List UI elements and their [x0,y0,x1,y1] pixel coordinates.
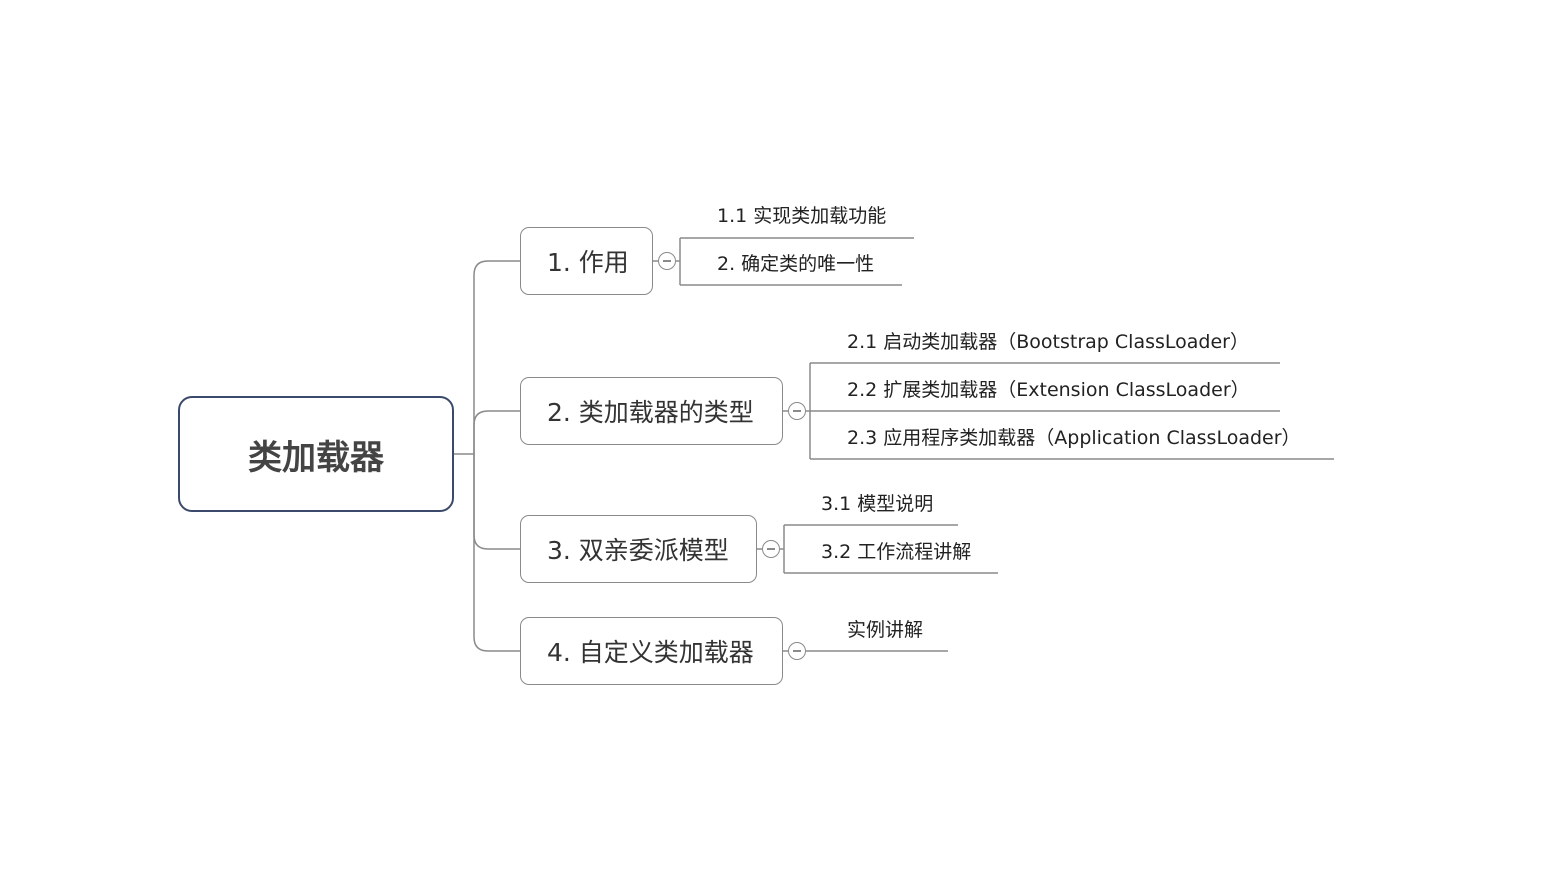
leaf-node[interactable]: 2. 确定类的唯一性 [717,253,875,275]
collapse-minus-icon[interactable] [788,642,806,660]
leaf-node[interactable]: 2.2 扩展类加载器（Extension ClassLoader） [847,379,1250,401]
branch-label: 1. 作用 [547,248,629,277]
leaf-node[interactable]: 2.1 启动类加载器（Bootstrap ClassLoader） [847,331,1249,353]
branch-label: 3. 双亲委派模型 [547,536,729,565]
root-node[interactable]: 类加载器 [178,396,454,512]
branch-node-custom-loader[interactable]: 4. 自定义类加载器 [520,617,783,685]
collapse-minus-icon[interactable] [658,252,676,270]
branch-node-loader-types[interactable]: 2. 类加载器的类型 [520,377,783,445]
branch-node-parent-delegation[interactable]: 3. 双亲委派模型 [520,515,757,583]
leaf-node[interactable]: 3.2 工作流程讲解 [821,541,972,563]
root-label: 类加载器 [248,437,384,478]
leaf-node[interactable]: 3.1 模型说明 [821,493,934,515]
leaf-node[interactable]: 2.3 应用程序类加载器（Application ClassLoader） [847,427,1301,449]
branch-label: 4. 自定义类加载器 [547,638,754,667]
branch-node-usage[interactable]: 1. 作用 [520,227,653,295]
collapse-minus-icon[interactable] [788,402,806,420]
branch-label: 2. 类加载器的类型 [547,398,754,427]
leaf-node[interactable]: 实例讲解 [847,619,924,641]
leaf-node[interactable]: 1.1 实现类加载功能 [717,205,887,227]
collapse-minus-icon[interactable] [762,540,780,558]
